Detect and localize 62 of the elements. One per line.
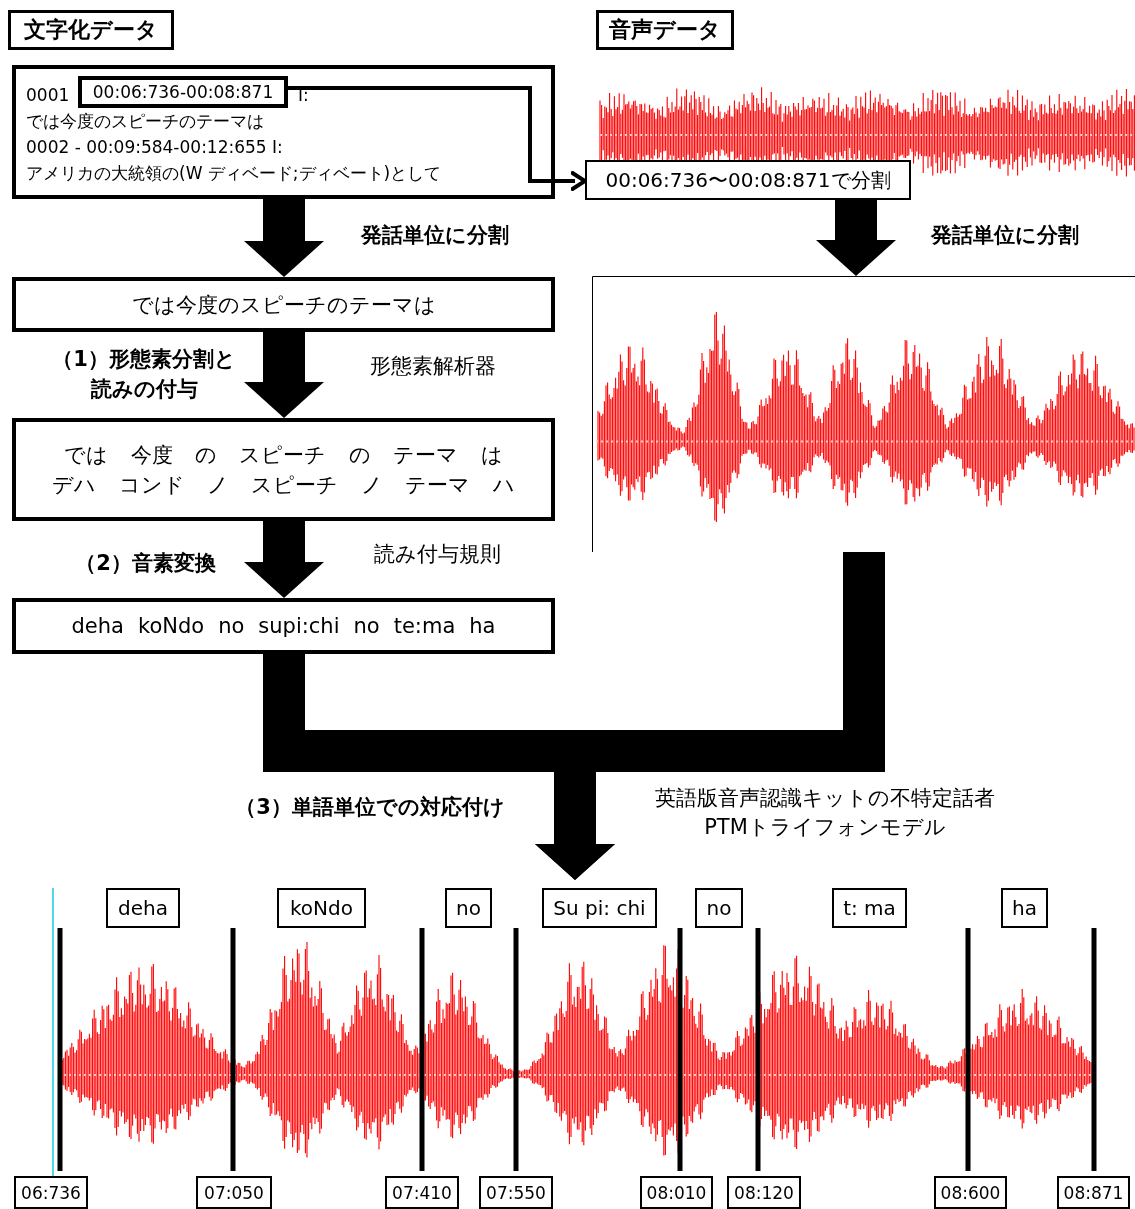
box-text: 0002 - 00:09:584-00:12:655 I: <box>26 136 283 159</box>
box-text: 音声データ <box>609 16 721 44</box>
box-text: 07:550 <box>486 1182 546 1203</box>
annotation-text: 英語版音声認識キットの不特定話者PTMトライフォンモデル <box>654 785 996 841</box>
block-arrow <box>244 332 324 418</box>
text-box <box>12 65 555 199</box>
box-text: deha koNdo no supi:chi no te:ma ha <box>71 614 496 638</box>
box-text: では 今度 の スピーチ の テーマ は <box>64 441 503 469</box>
edge-label: （1）形態素分割と読みの付与 <box>51 346 237 403</box>
box-text: no <box>456 896 481 920</box>
annotation-text: 読み付与規則 <box>373 541 502 568</box>
box-text: 07:410 <box>392 1182 452 1203</box>
word-box <box>277 888 366 928</box>
edge-label: 発話単位に分割 <box>360 222 510 249</box>
block-arrow <box>535 552 885 880</box>
box-text: deha <box>118 896 168 920</box>
word-box <box>445 888 492 928</box>
text-box <box>12 598 555 654</box>
box-text: 08:010 <box>646 1182 707 1203</box>
block-arrow <box>244 199 324 277</box>
edge-label: （3）単語単位での対応付け <box>234 794 506 821</box>
result-box <box>585 160 911 200</box>
time-box <box>14 1176 88 1209</box>
block-arrow <box>244 521 324 598</box>
box-text: Su pi: chi <box>553 896 646 920</box>
header-box <box>8 10 174 50</box>
box-text: 00:06:736-00:08:871 <box>92 82 274 102</box>
edge-label: 発話単位に分割 <box>930 222 1080 249</box>
box-text: 08:871 <box>1063 1182 1124 1203</box>
header-box <box>596 10 734 50</box>
word-box <box>1001 888 1048 928</box>
edge-label: （2）音素変換 <box>74 550 217 577</box>
box-text: 08:600 <box>940 1182 1001 1203</box>
annotation-text: 形態素解析器 <box>368 353 497 380</box>
box-text: では今度のスピーチのテーマは <box>26 110 264 133</box>
box-text: no <box>706 896 732 920</box>
word-box <box>832 888 907 928</box>
text-box <box>12 418 555 521</box>
text-box <box>12 277 555 332</box>
box-text: 06:736 <box>21 1182 81 1203</box>
box-text: 07:050 <box>204 1182 264 1203</box>
box-text: t: ma <box>843 896 896 920</box>
time-box <box>1057 1176 1130 1209</box>
box-text: 08:120 <box>734 1182 794 1203</box>
box-text: デハ コンド ノ スピーチ ノ テーマ ハ <box>52 471 515 499</box>
time-box <box>479 1176 553 1209</box>
time-box <box>640 1176 713 1209</box>
time-box <box>196 1176 272 1209</box>
box-text: 文字化データ <box>24 16 158 44</box>
box-text: アメリカの大統領の(W ディベード;ディベート)として <box>26 162 442 185</box>
time-box <box>385 1176 459 1209</box>
box-text: koNdo <box>290 896 353 920</box>
time-box <box>727 1176 801 1209</box>
word-box <box>695 888 743 928</box>
box-text: 00:06:736〜00:08:871で分割 <box>605 166 891 194</box>
word-box <box>542 888 657 928</box>
time-box <box>934 1176 1007 1209</box>
box-text: ha <box>1012 896 1037 920</box>
word-box <box>106 888 180 928</box>
box-text: 0001 <box>26 84 70 107</box>
highlight-box <box>78 76 288 108</box>
box-text: では今度のスピーチのテーマは <box>131 291 436 319</box>
